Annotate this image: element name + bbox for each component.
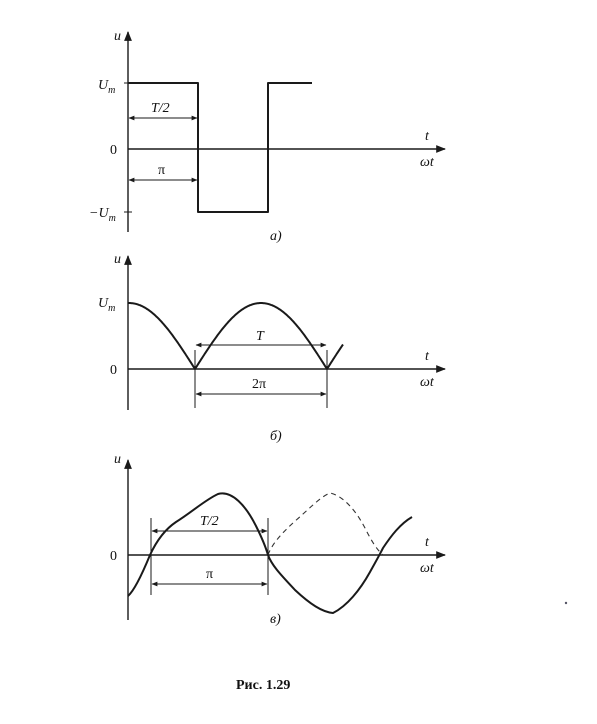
panel-a-zero-label: 0: [110, 143, 117, 158]
panel-a-square-wave: u t ωt Um 0 −Um T/2 π а): [89, 29, 446, 244]
panel-c-y-axis-label: u: [114, 452, 121, 467]
panel-b-period-label: T: [256, 329, 265, 344]
panel-b-rectified-waveform: [128, 302, 344, 370]
panel-b-y-axis-label: u: [114, 252, 121, 267]
scan-speck: [564, 601, 568, 605]
panel-b-two-pi-label: 2π: [252, 377, 266, 392]
panel-a-caption: а): [270, 229, 282, 244]
panel-b-t-label: t: [425, 349, 430, 364]
panel-c-t-label: t: [425, 535, 430, 550]
panel-c-zero-label: 0: [110, 549, 117, 564]
panel-b-zero-label: 0: [110, 363, 117, 378]
panel-a-um-label: Um: [98, 78, 115, 96]
panel-c-caption: в): [270, 612, 281, 627]
panel-b-um-label: Um: [98, 296, 115, 314]
panel-c-dashed-mirror-waveform: [267, 492, 384, 556]
panel-a-minus-um-label: −Um: [89, 206, 116, 224]
panel-a-y-axis-label: u: [114, 29, 121, 44]
figure-caption: Рис. 1.29: [236, 678, 290, 693]
panel-a-pi-label: π: [158, 163, 165, 178]
panel-a-omega-t-label: ωt: [420, 155, 435, 170]
panel-c-half-period-label: T/2: [200, 514, 219, 529]
panel-c-solid-waveform: [127, 492, 413, 614]
panel-c-pi-label: π: [206, 567, 213, 582]
panel-c-distorted-wave: u t ωt 0 T/2 π в): [110, 452, 446, 627]
panel-c-omega-t-label: ωt: [420, 561, 435, 576]
panel-a-square-waveform: [128, 82, 312, 213]
panel-a-t-label: t: [425, 129, 430, 144]
panel-a-half-period-label: T/2: [151, 101, 170, 116]
panel-b-omega-t-label: ωt: [420, 375, 435, 390]
panel-b-rectified-sine: u t ωt Um 0 T 2π б): [98, 252, 446, 444]
panel-b-caption: б): [270, 429, 282, 444]
